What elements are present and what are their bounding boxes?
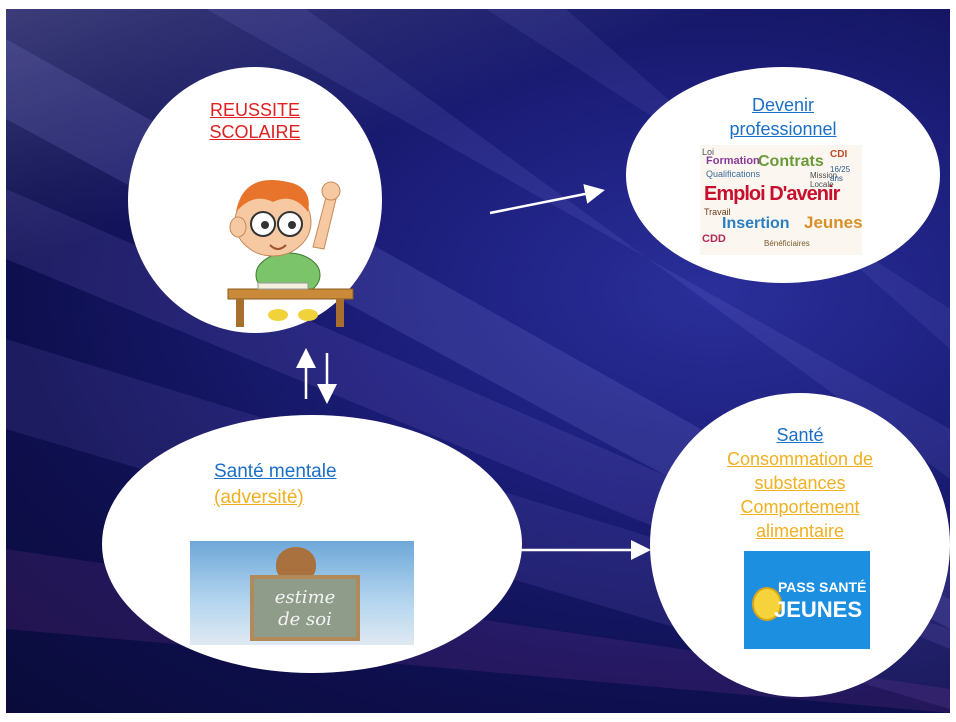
pass-sante-logo: PASS SANTÉ JEUNES: [744, 551, 870, 649]
devenir-label-line2: professionnel: [729, 119, 837, 139]
sante-title: Santé: [776, 425, 824, 445]
arrows-layer: [296, 184, 651, 560]
word-cloud-cdi: CDI: [830, 149, 848, 160]
word-cloud-travail: Travail: [704, 207, 731, 217]
pass-sante-smiley: [752, 587, 782, 621]
student-illustration: [227, 180, 354, 327]
pass-sante-line1: PASS SANTÉ: [778, 579, 867, 595]
word-cloud-contrats: Contrats: [758, 153, 824, 170]
arrow-reussite-to-devenir: [489, 184, 605, 215]
word-cloud-formation: Formation: [706, 155, 760, 167]
reussite-label-line1: REUSSITE: [209, 100, 301, 120]
word-cloud-beneficiaires: Bénéficiaires: [764, 239, 810, 248]
devenir-label-line1: Devenir: [751, 95, 815, 115]
chalkboard-text-line2: de soi: [278, 609, 332, 630]
reussite-label-line2: SCOLAIRE: [209, 122, 301, 142]
mentale-label-line1: Santé mentale: [214, 461, 337, 482]
mentale-label-line2: (adversité): [214, 487, 304, 508]
word-cloud-mission-locale: Mission Locale: [810, 171, 838, 189]
node-reussite-scolaire: REUSSITE SCOLAIRE: [128, 67, 382, 333]
word-cloud-main: Emploi D'avenir: [704, 183, 840, 205]
word-cloud-age: 16/25 ans: [830, 165, 851, 183]
word-cloud-loi: Loi: [702, 147, 715, 157]
word-cloud-qualifications: Qualifications: [706, 169, 761, 179]
word-cloud-jeunes: Jeunes: [804, 213, 862, 232]
word-cloud-cdd: CDD: [702, 233, 726, 245]
chalkboard-text-line1: estime: [274, 587, 336, 608]
word-cloud-image: Emploi D'avenir Insertion Jeunes Contrat…: [700, 145, 862, 255]
sante-line2: substances: [754, 473, 846, 493]
pass-sante-line2: JEUNES: [774, 597, 863, 622]
word-cloud-insertion: Insertion: [722, 215, 790, 232]
chalkboard: [250, 575, 360, 641]
sante-line1: Consommation de: [726, 449, 874, 469]
node-sante-mentale: Santé mentale (adversité) estime de soi: [102, 415, 522, 673]
node-devenir-professionnel: Devenir professionnel Emploi D'avenir In…: [626, 67, 940, 283]
slide-background: REUSSITE SCOLAIRE: [6, 9, 950, 713]
sante-line4: alimentaire: [755, 521, 845, 541]
estime-de-soi-image: estime de soi: [190, 541, 414, 645]
sante-line3: Comportement: [740, 497, 860, 517]
node-sante: Santé Consommation de substances Comport…: [650, 393, 950, 697]
